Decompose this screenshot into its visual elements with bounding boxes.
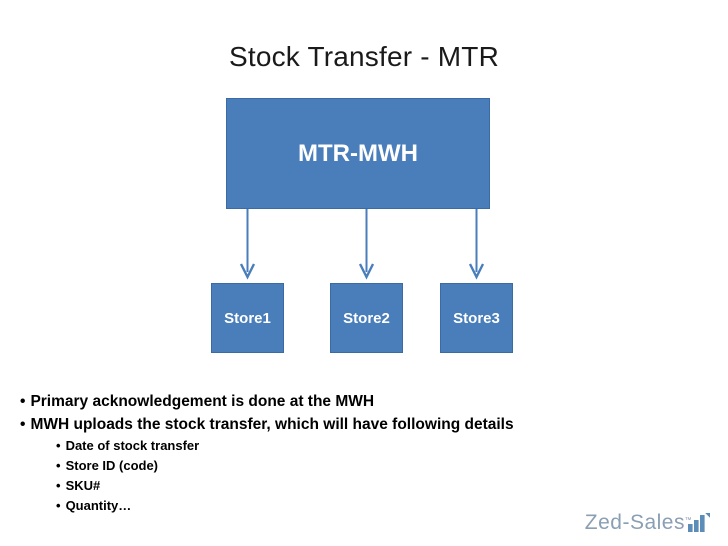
sub-bullet-item: • Store ID (code) bbox=[56, 456, 680, 476]
diagram-node-store3[interactable]: Store3 bbox=[440, 283, 513, 353]
diagram-node-store2[interactable]: Store2 bbox=[330, 283, 403, 353]
bullet-list: •Primary acknowledgement is done at the … bbox=[20, 390, 680, 516]
sub-bullet-item: • Quantity… bbox=[56, 496, 680, 516]
connector-arrow-store3 bbox=[468, 209, 485, 280]
trademark-symbol: ™ bbox=[684, 517, 692, 524]
bullet-marker-icon: • bbox=[20, 393, 26, 410]
sub-bullet-text: Store ID (code) bbox=[65, 458, 159, 473]
brand-logo: Zed-Sales ™ bbox=[585, 512, 710, 534]
diagram-node-store1[interactable]: Store1 bbox=[211, 283, 284, 353]
sub-bullet-text: Date of stock transfer bbox=[65, 438, 200, 453]
bullet-marker-icon: • bbox=[56, 498, 61, 513]
sub-bullet-text: Quantity… bbox=[65, 498, 132, 513]
bullet-item: •Primary acknowledgement is done at the … bbox=[20, 390, 680, 413]
bullet-text: MWH uploads the stock transfer, which wi… bbox=[30, 416, 514, 433]
connector-arrow-store2 bbox=[358, 209, 375, 280]
bar-chart-icon bbox=[688, 513, 710, 532]
brand-name: Zed-Sales bbox=[584, 511, 685, 534]
bullet-item: •MWH uploads the stock transfer, which w… bbox=[20, 413, 680, 436]
diagram-node-root[interactable]: MTR-MWH bbox=[226, 98, 490, 209]
bullet-marker-icon: • bbox=[56, 458, 61, 473]
page-title: Stock Transfer - MTR bbox=[228, 41, 500, 72]
bullet-marker-icon: • bbox=[56, 478, 61, 493]
sub-bullet-item: • Date of stock transfer bbox=[56, 436, 680, 456]
bullet-marker-icon: • bbox=[20, 416, 26, 433]
sub-bullet-text: SKU# bbox=[65, 478, 101, 493]
bullet-text: Primary acknowledgement is done at the M… bbox=[30, 393, 375, 410]
connector-arrow-store1 bbox=[239, 209, 256, 280]
bullet-marker-icon: • bbox=[56, 438, 61, 453]
sub-bullet-item: • SKU# bbox=[56, 476, 680, 496]
brand-logo-text: Zed-Sales ™ bbox=[584, 511, 692, 534]
